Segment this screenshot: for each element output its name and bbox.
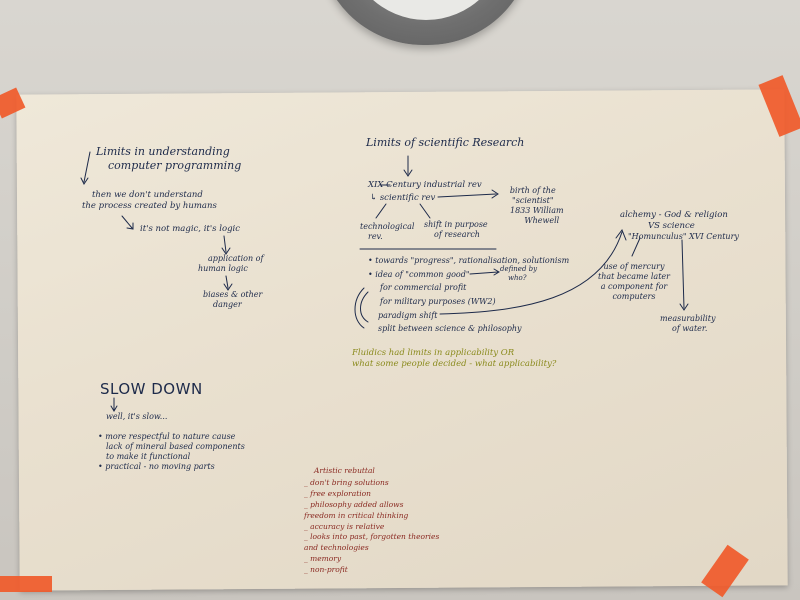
artistic-item: _ memory: [304, 554, 342, 564]
center-defined-by: defined by who?: [500, 265, 538, 282]
right-homunculus: "Homunculus" XVI Century: [628, 232, 739, 241]
center-purpose-commercial: for commercial profit: [380, 283, 467, 292]
slow-down-sub: well, it's slow...: [106, 412, 168, 421]
center-purpose-military: for military purposes (WW2): [380, 297, 496, 306]
center-question: Fluidics had limits in applicability OR …: [352, 348, 557, 369]
artistic-item: _ don't bring solutions: [304, 478, 389, 487]
left-title: Limits in understanding computer program…: [96, 145, 242, 172]
slow-down-title: SLOW DOWN: [100, 380, 203, 398]
artistic-item: _ philosophy added allows: [304, 499, 404, 509]
artistic-item: _ looks into past, forgotten theories: [304, 532, 440, 542]
left-not-magic: it's not magic, it's logic: [140, 224, 240, 234]
artistic-item: _ accuracy is relative: [304, 521, 385, 531]
artistic-item: freedom in critical thinking: [304, 510, 409, 520]
center-scientific-rev: ↳ scientific rev: [370, 193, 436, 203]
artistic-item: and technologies: [304, 543, 369, 553]
center-birth: birth of the "scientist" 1833 William Wh…: [509, 186, 564, 225]
slow-bullet-nature: • more respectful to nature cause lack o…: [98, 432, 245, 461]
right-alchemy: alchemy - God & religion VS science: [620, 210, 728, 231]
tape-bottom-left: [0, 576, 52, 592]
left-application: application of human logic: [198, 254, 264, 273]
slow-bullet-practical: • practical - no moving parts: [98, 462, 215, 471]
artistic-item: _ free exploration: [304, 488, 371, 498]
center-paradigm-shift: paradigm shift: [378, 311, 438, 320]
center-shift: shift in purpose of research: [424, 220, 488, 239]
artistic-title: Artistic rebuttal: [314, 466, 375, 475]
center-bullet-progress: • towards "progress", rationalisation, s…: [368, 256, 570, 265]
artistic-item: _ non-profit: [304, 565, 348, 574]
center-bullet-common-good: • idea of "common good": [368, 270, 470, 279]
center-title: Limits of scientific Research: [366, 136, 525, 149]
wall-clock: [318, 0, 533, 45]
left-biases: biases & other danger: [203, 290, 263, 309]
right-mercury: use of mercury that became later a compo…: [598, 262, 670, 301]
clock-face: [346, 0, 506, 20]
right-measurability: measurability of water.: [660, 314, 716, 333]
center-century: XIX Century industrial rev: [368, 180, 482, 190]
artistic-list: _ don't bring solutions _ free explorati…: [304, 478, 439, 576]
center-split: split between science & philosophy: [378, 324, 522, 333]
center-tech: technological rev.: [360, 222, 415, 241]
left-then: then we don't understand the process cre…: [82, 190, 217, 211]
